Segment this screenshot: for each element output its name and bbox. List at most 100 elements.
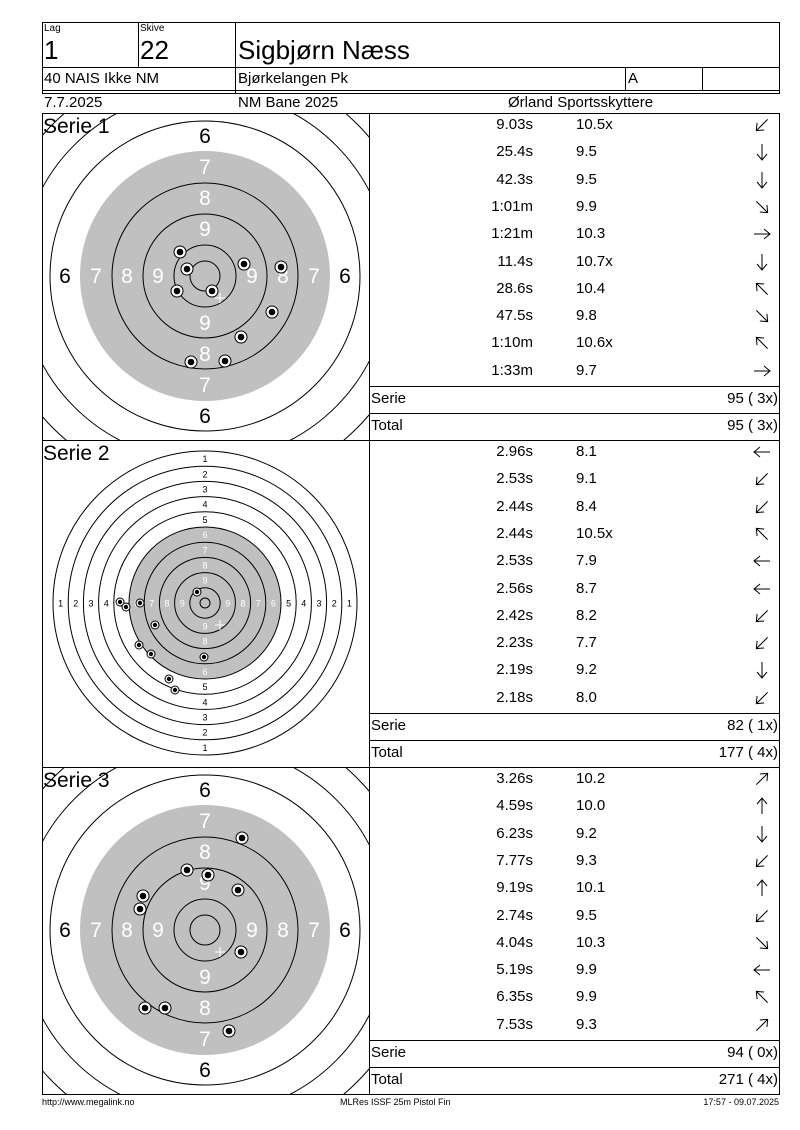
ring-label: 2 [332, 599, 337, 609]
series-3-total-label: Total [371, 1071, 403, 1088]
shot-direction-arrow-icon [751, 278, 773, 300]
ring-label: 9 [152, 919, 164, 942]
shot-direction-arrow-icon [751, 496, 773, 518]
ring-label: 8 [164, 599, 169, 609]
ring-label: 8 [202, 561, 207, 571]
ring-label: 8 [277, 919, 289, 942]
shot-time: 2.18s [496, 688, 533, 706]
shot-hole-center [152, 622, 158, 628]
shot-direction-arrow-icon [751, 1014, 773, 1036]
series-1-serie-label: Serie [371, 390, 407, 407]
ring-5 [49, 120, 361, 432]
shot-row[interactable]: 2.23s 7.7 [370, 634, 779, 661]
shot-hole-center [268, 308, 276, 316]
shot-time: 2.23s [496, 634, 533, 652]
shot-time: 4.04s [496, 933, 533, 951]
shot-hole-center [183, 866, 191, 874]
series-3-name: Serie 3 [43, 769, 110, 792]
ring-x [189, 260, 221, 292]
ring-label: 7 [202, 545, 207, 555]
shot-hole-center [277, 263, 285, 271]
shot-score: 10.2 [576, 770, 606, 787]
ring-label: 6 [339, 919, 351, 942]
shot-hole-center [172, 687, 178, 693]
shot-score: 9.7 [576, 361, 597, 379]
shot-hole-center [136, 905, 144, 913]
shot-score: 9.2 [576, 824, 597, 842]
shot-score: 7.7 [576, 634, 597, 652]
ring [98, 496, 312, 710]
ring-label: 6 [202, 530, 207, 540]
shot-time: 9.19s [496, 879, 533, 897]
shot-time: 9.03s [496, 116, 533, 133]
shot-direction-arrow-icon [751, 877, 773, 899]
ring-label: 6 [199, 779, 211, 802]
shot-direction-arrow-icon [751, 523, 773, 545]
shot-score: 8.4 [576, 497, 597, 515]
shot-hole-center [201, 654, 207, 660]
ring [52, 450, 358, 756]
shot-direction-arrow-icon [751, 632, 773, 654]
shot-time: 42.3s [496, 170, 533, 188]
shot-score: 8.1 [576, 443, 597, 460]
ring [113, 511, 297, 695]
shot-score: 9.9 [576, 988, 597, 1006]
ring-label: 8 [121, 265, 133, 288]
footer-website[interactable]: http://www.megalink.no [42, 1097, 135, 1107]
shot-hole-center [176, 248, 184, 256]
shot-score: 10.7x [576, 252, 613, 270]
ring-label: 6 [59, 265, 71, 288]
ring-8 [111, 836, 299, 1024]
club-name: Bjørkelangen Pk [238, 70, 349, 87]
ring-label: 9 [199, 218, 211, 241]
shot-time: 3.26s [496, 770, 533, 787]
series-3-section [42, 767, 780, 1095]
shot-hole-center [136, 642, 142, 648]
shot-hole-center [234, 886, 242, 894]
ring-label: 7 [199, 1028, 211, 1051]
ring-10 [173, 244, 237, 308]
shot-time: 6.23s [496, 824, 533, 842]
ring-label: 7 [199, 156, 211, 179]
shot-score: 10.6x [576, 334, 613, 352]
footer-program: MLRes ISSF 25m Pistol Fin [340, 1097, 451, 1107]
shot-time: 2.56s [496, 579, 533, 597]
ring-label: 7 [256, 599, 261, 609]
shot-hole-center [240, 260, 248, 268]
shot-time: 7.53s [496, 1015, 533, 1033]
shot-row[interactable]: 6.23s 9.2 [370, 825, 779, 852]
ring-label: 1 [347, 599, 352, 609]
shot-hole-center [123, 604, 129, 610]
shot-score: 9.1 [576, 470, 597, 488]
shot-row[interactable]: 3.26s 10.2 [370, 770, 779, 797]
ring-label: 9 [202, 621, 207, 631]
shot-hole-center [117, 599, 123, 605]
